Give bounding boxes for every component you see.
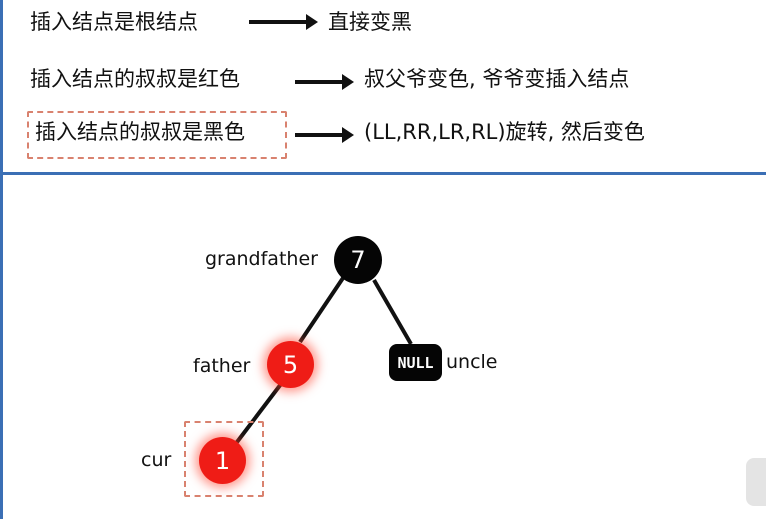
- rule-2-arrow-icon: [295, 74, 354, 90]
- corner-scroll-handle: [746, 458, 766, 506]
- cur-label: cur: [141, 449, 172, 471]
- uncle-value: NULL: [397, 353, 434, 372]
- cur-value: 1: [214, 446, 231, 475]
- rule-2-action: 叔父爷变色, 爷爷变插入结点: [364, 67, 630, 91]
- rule-3-action: (LL,RR,LR,RL)旋转, 然后变色: [364, 120, 645, 144]
- grandfather-value: 7: [350, 246, 366, 274]
- uncle-label: uncle: [446, 351, 498, 373]
- rule-1-condition: 插入结点是根结点: [30, 10, 198, 34]
- rule-3-highlight-box: [27, 111, 287, 159]
- rule-3-arrow-icon: [295, 127, 354, 143]
- edge-father-cur: [232, 382, 283, 448]
- rule-2-condition: 插入结点的叔叔是红色: [30, 67, 240, 91]
- left-border: [0, 0, 3, 519]
- grandfather-node: 7: [334, 236, 382, 284]
- edge-grandfather-uncle: [372, 278, 413, 346]
- father-value: 5: [282, 350, 299, 379]
- section-divider: [0, 172, 766, 175]
- rule-3-condition: 插入结点的叔叔是黑色: [35, 120, 245, 144]
- grandfather-label: grandfather: [205, 248, 318, 270]
- cur-node: 1: [199, 437, 246, 484]
- edge-grandfather-father: [298, 276, 345, 344]
- cur-highlight-box: [184, 421, 264, 497]
- rule-1-arrow-icon: [249, 14, 318, 30]
- father-label: father: [193, 355, 251, 377]
- uncle-null-node: NULL: [389, 344, 442, 381]
- father-node: 5: [267, 341, 314, 388]
- rule-1-action: 直接变黑: [328, 10, 412, 34]
